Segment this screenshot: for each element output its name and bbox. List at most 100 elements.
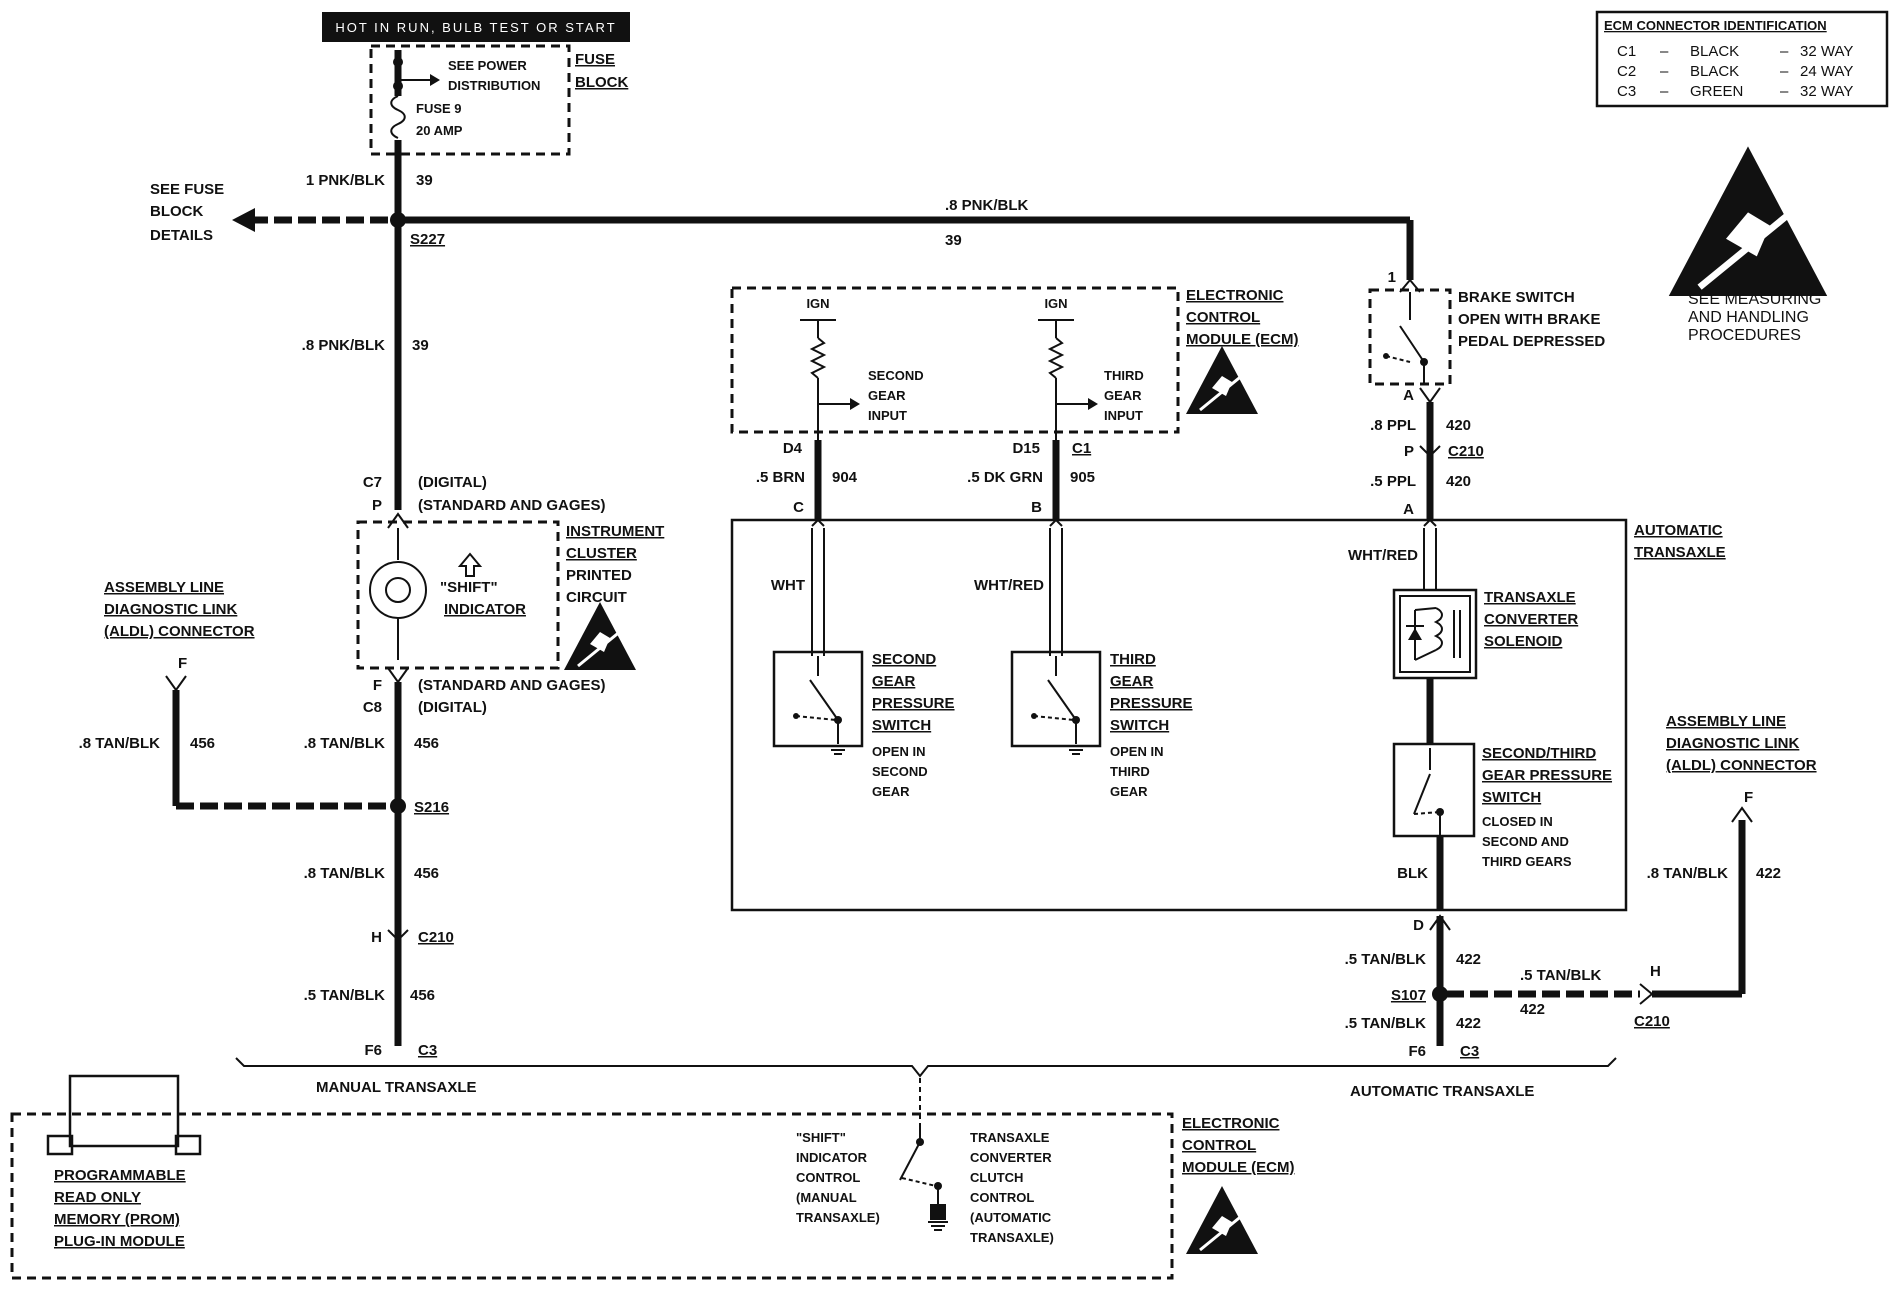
second-third-switch-contact-icon [1413, 773, 1431, 815]
w-8pnk-left: .8 PNK/BLK [302, 337, 386, 354]
conn-c1: C1 [1072, 440, 1091, 457]
ecm-top-title-2: CONTROL [1186, 309, 1260, 326]
cluster-bottom-connector-icon [387, 667, 409, 684]
w-456-2: 456 [190, 735, 215, 752]
shift-ctl-5: TRANSAXLE) [796, 1210, 880, 1225]
brake-switch-3: PEDAL DEPRESSED [1458, 333, 1605, 350]
fuse-details-2: BLOCK [150, 203, 203, 220]
prom-module-icon [68, 1074, 180, 1148]
second-sw-6: SECOND [872, 764, 928, 779]
w-5tan-r1: .5 TAN/BLK [1345, 951, 1427, 968]
conn-c210-right: C210 [1634, 1013, 1670, 1030]
fuse-node-2 [393, 81, 403, 91]
w-5tan-left: .5 TAN/BLK [304, 987, 386, 1004]
ecm-row-3-color: GREEN [1690, 83, 1743, 100]
ecm-top-box [730, 286, 1180, 434]
pin-b: B [1031, 499, 1042, 516]
third-sw-5: OPEN IN [1110, 744, 1163, 759]
w-8tan-3: .8 TAN/BLK [304, 865, 386, 882]
w-5dkgrn: .5 DK GRN [967, 469, 1043, 486]
second-sw-1: SECOND [872, 651, 936, 668]
brake-bottom-connector-icon [1419, 387, 1441, 404]
conn-h: H [371, 929, 382, 946]
auto-transaxle-box [730, 518, 1628, 912]
cluster-digital-bottom: (DIGITAL) [418, 699, 487, 716]
aldl-right-3: (ALDL) CONNECTOR [1666, 757, 1817, 774]
brake-switch-box [1368, 288, 1452, 386]
see-power-1: SEE POWER [448, 58, 527, 73]
w-420-2: 420 [1446, 473, 1471, 490]
automatic-transaxle: AUTOMATIC TRANSAXLE [1350, 1083, 1534, 1100]
esd-note-line3: PROCEDURES [1688, 327, 1801, 344]
cluster-digital-top: (DIGITAL) [418, 474, 487, 491]
ecm-second-1: SECOND [868, 368, 924, 383]
manual-transaxle: MANUAL TRANSAXLE [316, 1079, 477, 1096]
third-sw-2: GEAR [1110, 673, 1154, 690]
splice-s227: S227 [410, 231, 445, 248]
tcc-solenoid-box [1392, 588, 1478, 680]
pin-f-right: F [1744, 789, 1753, 806]
tcc-coil-icon [1433, 607, 1443, 651]
brake-switch-contact-icon [1399, 325, 1425, 363]
splice-s107-node [1432, 986, 1448, 1002]
st-4: CLOSED IN [1482, 814, 1553, 829]
aldl-left-1: ASSEMBLY LINE [104, 579, 224, 596]
cluster-title-4: CIRCUIT [566, 589, 627, 606]
ecm-row-1-color: BLACK [1690, 43, 1739, 60]
tcc-2: CONVERTER [1484, 611, 1578, 628]
aldl-left-connector-icon [165, 675, 187, 692]
st-1: SECOND/THIRD [1482, 745, 1596, 762]
ecm-third-2: GEAR [1104, 388, 1142, 403]
st-3: SWITCH [1482, 789, 1541, 806]
second-gear-switch-box [772, 650, 864, 748]
aldl-right-2: DIAGNOSTIC LINK [1666, 735, 1799, 752]
third-gear-switch-box [1010, 650, 1102, 748]
pin-1: 1 [1388, 269, 1396, 286]
tcc-ctl-5: (AUTOMATIC [970, 1210, 1052, 1225]
prom-3: MEMORY (PROM) [54, 1211, 180, 1228]
fuse-symbol-icon [390, 95, 406, 139]
see-power-arrow-icon [430, 74, 440, 86]
w-422-2: 422 [1456, 1015, 1481, 1032]
splice-s107: S107 [1391, 987, 1426, 1004]
c210-mid-connector-icon [1419, 445, 1441, 458]
tcc-3: SOLENOID [1484, 633, 1563, 650]
brake-top-connector-icon [1399, 278, 1421, 293]
w-8tan-2: .8 TAN/BLK [79, 735, 161, 752]
pin-p: P [1404, 443, 1414, 460]
cluster-title-1: INSTRUMENT [566, 523, 664, 540]
ecm-bottom-1: ELECTRONIC [1182, 1115, 1280, 1132]
w-5brn: .5 BRN [756, 469, 805, 486]
third-sw-4: SWITCH [1110, 717, 1169, 734]
ecm-bottom-esd-icon [1184, 1184, 1260, 1256]
w-456-4: 456 [410, 987, 435, 1004]
pin-d4: D4 [783, 440, 803, 457]
fuse-name: FUSE 9 [416, 101, 462, 116]
second-sw-3: PRESSURE [872, 695, 955, 712]
cluster-c8: C8 [363, 699, 382, 716]
ecm-row-1-id: C1 [1617, 43, 1636, 60]
conn-c210-mid: C210 [1448, 443, 1484, 460]
ecm-top-title-3: MODULE (ECM) [1186, 331, 1299, 348]
esd-note-line1: SEE MEASURING [1688, 291, 1821, 308]
ecm-bottom-box [10, 1112, 1174, 1280]
conn-c3-right: C3 [1460, 1043, 1479, 1060]
cluster-f: F [373, 677, 382, 694]
shift-lamp-icon [369, 561, 427, 619]
ecm-resistor-2-icon [1047, 337, 1065, 379]
cluster-c7: C7 [363, 474, 382, 491]
ecm-row-1-size: 32 WAY [1800, 43, 1853, 60]
w-905: 905 [1070, 469, 1095, 486]
ecm-top-esd-icon [1184, 344, 1260, 416]
fuse-node-1 [393, 57, 403, 67]
ecm-ign-2: IGN [1044, 296, 1067, 311]
aldl-right-1: ASSEMBLY LINE [1666, 713, 1786, 730]
ecm-row-3-dash: – [1660, 83, 1669, 100]
third-gear-switch-contact-icon [1047, 679, 1077, 721]
tcc-ctl-3: CLUTCH [970, 1170, 1023, 1185]
cluster-std-bottom: (STANDARD AND GAGES) [418, 677, 606, 694]
transaxle-bracket [235, 1057, 1617, 1078]
brake-switch-1: BRAKE SWITCH [1458, 289, 1575, 306]
auto-transaxle-title-2: TRANSAXLE [1634, 544, 1726, 561]
tcc-ctl-6: TRANSAXLE) [970, 1230, 1054, 1245]
